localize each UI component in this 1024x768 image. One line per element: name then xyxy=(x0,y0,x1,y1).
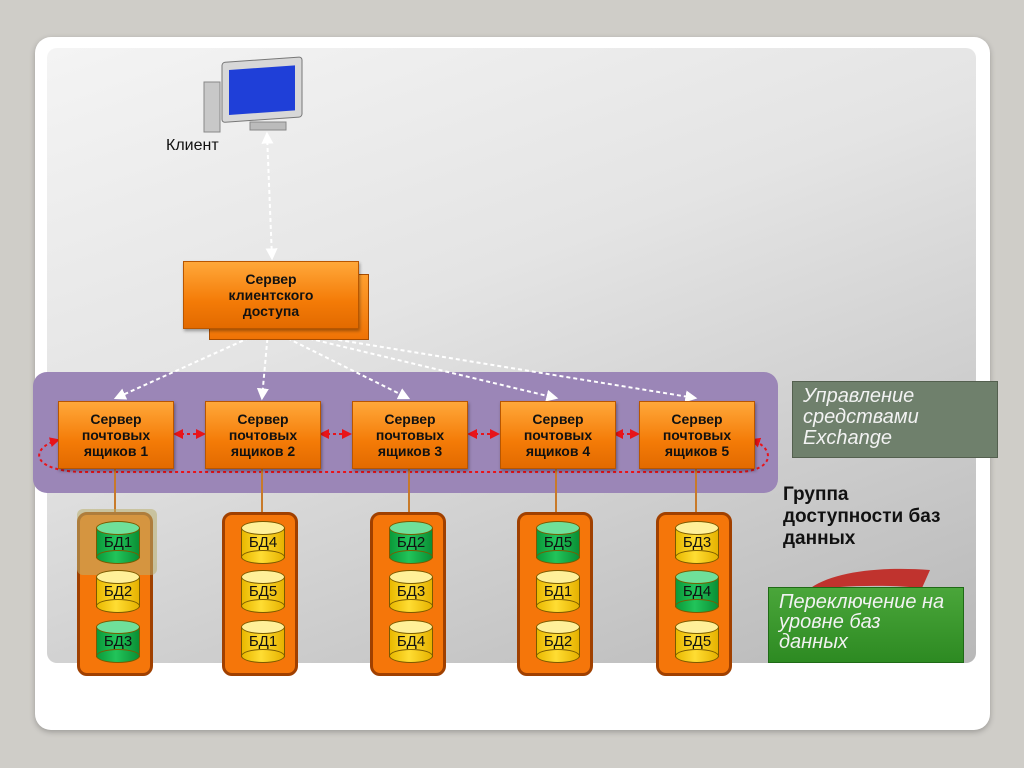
database-cylinder: БД5 xyxy=(675,620,719,664)
database-cylinder: БД4 xyxy=(241,521,285,565)
cylinder-bot xyxy=(675,599,719,613)
cylinder-bot xyxy=(675,649,719,663)
cylinder-bot xyxy=(389,649,433,663)
database-label: БД2 xyxy=(543,633,573,650)
database-label: БД2 xyxy=(103,583,133,600)
cylinder-bot xyxy=(241,599,285,613)
mailbox-server-1: Сервер почтовых ящиков 1 xyxy=(58,401,174,469)
database-label: БД1 xyxy=(248,633,278,650)
replication-links xyxy=(38,429,769,473)
cylinder-top xyxy=(241,620,285,634)
database-cylinder: БД3 xyxy=(389,570,433,614)
cylinder-bot xyxy=(241,649,285,663)
management-label-box: Управление средствами Exchange xyxy=(792,381,998,458)
cylinder-top xyxy=(389,570,433,584)
cylinder-top xyxy=(675,521,719,535)
database-cylinder: БД2 xyxy=(96,570,140,614)
database-cylinder: БД4 xyxy=(389,620,433,664)
cylinder-bot xyxy=(675,550,719,564)
database-label: БД3 xyxy=(396,583,426,600)
cylinder-bot xyxy=(96,599,140,613)
database-cylinder: БД3 xyxy=(675,521,719,565)
mailbox-server-label: Сервер почтовых ящиков 1 xyxy=(81,411,151,459)
cylinder-top xyxy=(96,521,140,535)
cylinder-bot xyxy=(536,599,580,613)
mailbox-server-5: Сервер почтовых ящиков 5 xyxy=(639,401,755,469)
cylinder-bot xyxy=(389,550,433,564)
database-label: БД3 xyxy=(682,534,712,551)
cylinder-top xyxy=(536,570,580,584)
database-cylinder: БД1 xyxy=(96,521,140,565)
database-cylinder: БД2 xyxy=(536,620,580,664)
cylinder-bot xyxy=(536,550,580,564)
cylinder-bot xyxy=(241,550,285,564)
cylinder-bot xyxy=(96,649,140,663)
mailbox-server-label: Сервер почтовых ящиков 4 xyxy=(523,411,593,459)
switchover-label: Переключение на уровне баз данных xyxy=(779,591,945,653)
database-label: БД4 xyxy=(248,534,278,551)
logo-swoosh-icon xyxy=(808,568,930,590)
cylinder-top xyxy=(675,570,719,584)
database-cylinder: БД3 xyxy=(96,620,140,664)
database-cylinder: БД5 xyxy=(241,570,285,614)
database-label: БД4 xyxy=(396,633,426,650)
diagram-panel xyxy=(47,48,976,663)
mailbox-server-3: Сервер почтовых ящиков 3 xyxy=(352,401,468,469)
cylinder-top xyxy=(675,620,719,634)
database-cylinder: БД2 xyxy=(389,521,433,565)
database-label: БД5 xyxy=(682,633,712,650)
database-label: БД5 xyxy=(543,534,573,551)
database-label: БД3 xyxy=(103,633,133,650)
database-label: БД2 xyxy=(396,534,426,551)
client-cas-link xyxy=(261,131,278,261)
database-label: БД1 xyxy=(543,583,573,600)
management-label: Управление средствами Exchange xyxy=(803,385,919,449)
cas-server: Сервер клиентского доступа xyxy=(183,261,359,329)
server-db-links xyxy=(114,468,697,512)
cylinder-bot xyxy=(389,599,433,613)
cas-mailbox-links xyxy=(113,331,698,403)
database-label: БД4 xyxy=(682,583,712,600)
mailbox-server-label: Сервер почтовых ящиков 3 xyxy=(375,411,445,459)
database-label: БД1 xyxy=(103,534,133,551)
cylinder-bot xyxy=(536,649,580,663)
database-label: БД5 xyxy=(248,583,278,600)
cylinder-top xyxy=(389,521,433,535)
switchover-label-box: Переключение на уровне баз данных xyxy=(768,587,964,663)
database-cylinder: БД1 xyxy=(536,570,580,614)
cylinder-top xyxy=(96,570,140,584)
cylinder-top xyxy=(241,570,285,584)
cylinder-bot xyxy=(96,550,140,564)
cylinder-top xyxy=(241,521,285,535)
computer-icon xyxy=(203,56,303,133)
cylinder-top xyxy=(96,620,140,634)
dag-label: Группа доступности баз данных xyxy=(783,484,941,549)
mailbox-server-2: Сервер почтовых ящиков 2 xyxy=(205,401,321,469)
database-cylinder: БД4 xyxy=(675,570,719,614)
cylinder-top xyxy=(536,620,580,634)
database-cylinder: БД5 xyxy=(536,521,580,565)
cylinder-top xyxy=(536,521,580,535)
mailbox-server-label: Сервер почтовых ящиков 5 xyxy=(662,411,732,459)
cas-server-label: Сервер клиентского доступа xyxy=(228,271,314,319)
database-cylinder: БД1 xyxy=(241,620,285,664)
cylinder-top xyxy=(389,620,433,634)
mailbox-server-4: Сервер почтовых ящиков 4 xyxy=(500,401,616,469)
mailbox-server-label: Сервер почтовых ящиков 2 xyxy=(228,411,298,459)
client-label: Клиент xyxy=(166,137,219,154)
